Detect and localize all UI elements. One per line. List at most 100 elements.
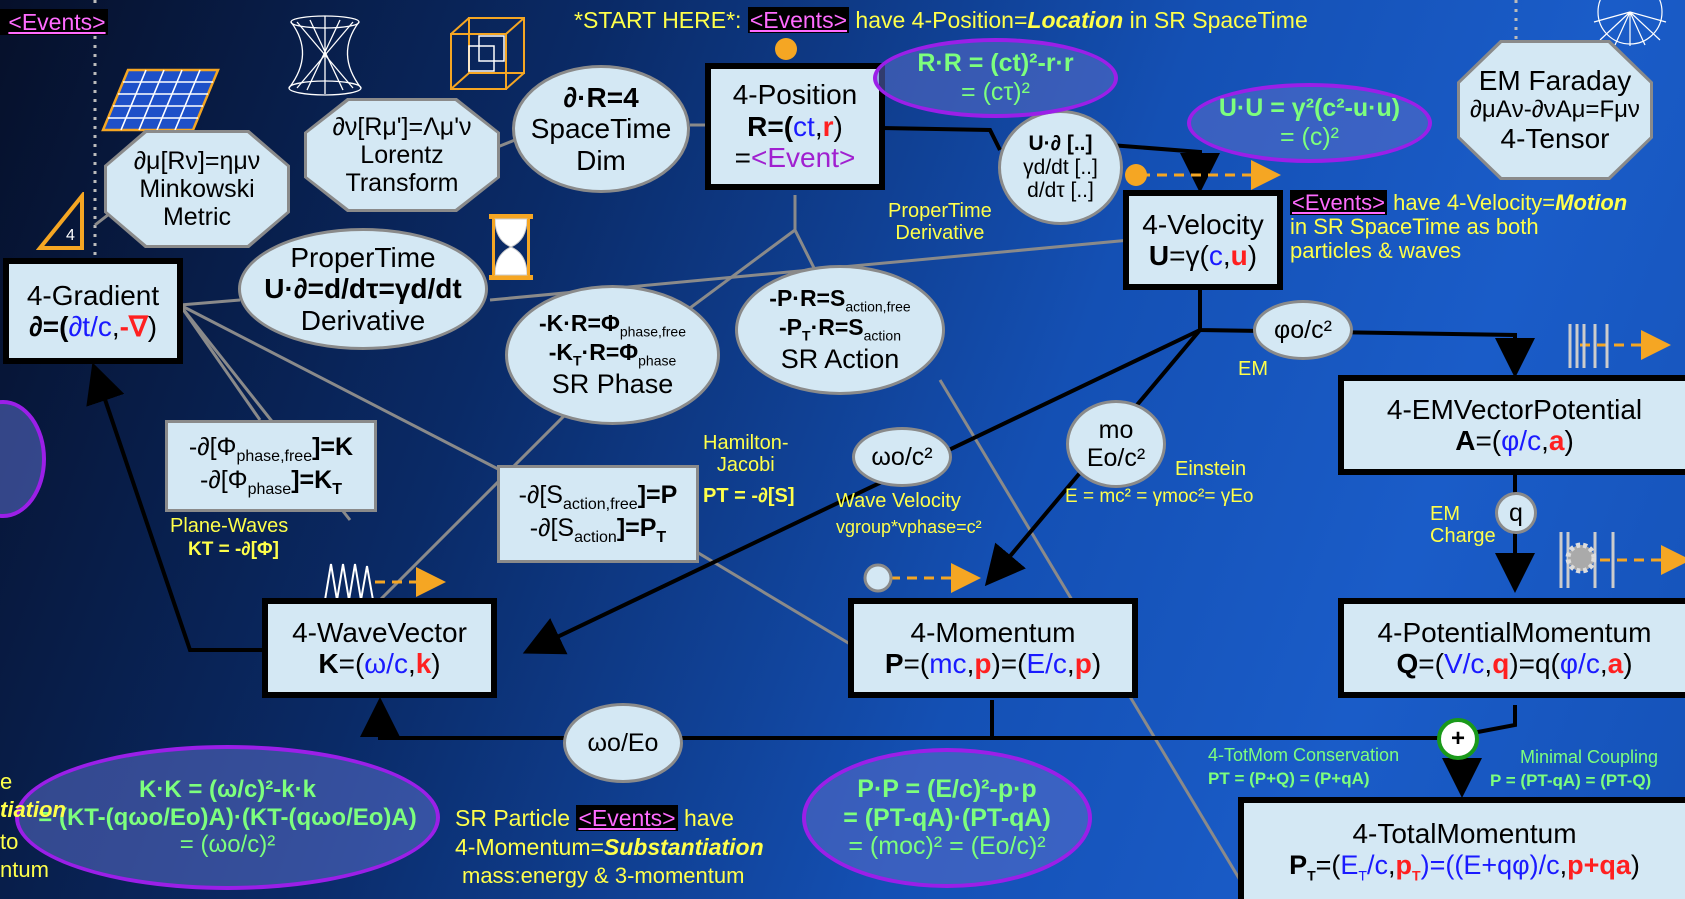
four-total-momentum-node[interactable]: 4-TotalMomentum PT=(ET/c,pT)=((E+qφ)/c,p… bbox=[1238, 797, 1685, 899]
lorentz-transform-node[interactable]: ∂ν[Rμ']=Λμ'ν Lorentz Transform bbox=[304, 98, 500, 212]
header-start-here: *START HERE*: <Events> have 4-Position=L… bbox=[574, 7, 1308, 33]
four-wavevector-node[interactable]: 4-WaveVector K=(ω/c,k) bbox=[262, 598, 497, 698]
ud-eq-2: γd/dt [..] bbox=[1023, 155, 1098, 179]
starburst-icon bbox=[1593, 0, 1667, 46]
circle-icon bbox=[863, 563, 893, 593]
sr-particle-label: SR Particle <Events> have bbox=[455, 805, 734, 831]
einstein-label: Einstein bbox=[1175, 458, 1247, 480]
totmom-title: 4-TotalMomentum bbox=[1352, 818, 1577, 850]
uu-line1: U·U = γ²(c²-u·u) bbox=[1218, 94, 1401, 123]
four-position-node[interactable]: 4-Position R=(ct,r) =<Event> bbox=[705, 63, 885, 190]
minimal-coupling-eq: P = (PT-qA) = (PT-Q) bbox=[1490, 771, 1652, 790]
top-left-events: <Events> bbox=[0, 9, 108, 36]
phase-box-line1: -∂[Φphase,free]=K bbox=[188, 432, 354, 465]
lorentz-eq: ∂ν[Rμ']=Λμ'ν bbox=[332, 113, 472, 141]
four-velocity-node[interactable]: 4-Velocity U=γ(c,u) bbox=[1123, 190, 1283, 290]
wave-velocity-eq: vgroup*vphase=c² bbox=[836, 517, 982, 537]
velocity-eq: U=γ(c,u) bbox=[1148, 240, 1258, 271]
uu-line2: = (c)² bbox=[1279, 123, 1340, 151]
hamilton-eq: PT = -∂[S] bbox=[703, 485, 795, 507]
sr-action-node[interactable]: -P·R=Saction,free -PT·R=Saction SR Actio… bbox=[735, 265, 945, 395]
action-eq-1: -P·R=Saction,free bbox=[769, 284, 911, 315]
action-box-line2: -∂[Saction]=PT bbox=[529, 514, 667, 546]
hyperboloid-icon bbox=[288, 15, 362, 96]
plane-waves-label: Plane-Waves bbox=[170, 515, 289, 537]
mass-energy-node[interactable]: mo Eo/c² bbox=[1066, 400, 1166, 488]
left-edge-ntum: ntum bbox=[0, 857, 49, 882]
omega-over-c2-node[interactable]: ωo/c² bbox=[852, 427, 952, 487]
propertime-eq: U·∂=d/dτ=γd/dt bbox=[264, 273, 462, 305]
phase-eq-1: -K·R=Φphase,free bbox=[538, 309, 687, 340]
pp-invariant: P·P = (E/c)²-p·p = (PT-qA)·(PT-qA) = (mo… bbox=[802, 748, 1092, 888]
events-link-topleft[interactable]: <Events> bbox=[6, 9, 108, 35]
mass-energy-label: mass:energy & 3-momentum bbox=[462, 863, 745, 888]
wavevector-eq: K=(ω/c,k) bbox=[318, 648, 441, 679]
propertime-derivative-node[interactable]: ProperTime U·∂=d/dτ=γd/dt Derivative bbox=[238, 228, 488, 350]
left-edge-to: to bbox=[0, 829, 19, 854]
phase-label: SR Phase bbox=[551, 369, 674, 400]
spacetime-dim-node[interactable]: ∂·R=4 SpaceTime Dim bbox=[512, 65, 690, 193]
uu-invariant: U·U = γ²(c²-u·u) = (c)² bbox=[1187, 83, 1432, 163]
substantiation-label: 4-Momentum=Substantiation bbox=[455, 834, 764, 860]
events-link-velocity[interactable]: <Events> bbox=[1290, 190, 1387, 215]
lorentz-label: Lorentz bbox=[360, 141, 444, 169]
dr-label: SpaceTime bbox=[530, 113, 672, 145]
events-velocity-label: <Events> have 4-Velocity=Motion in SR Sp… bbox=[1290, 190, 1628, 264]
action-derivative-box[interactable]: -∂[Saction,free]=P -∂[Saction]=PT bbox=[497, 465, 699, 563]
sr-phase-node[interactable]: -K·R=Φphase,free -KT·R=Φphase SR Phase bbox=[505, 285, 720, 425]
emvector-eq: A=(φ/c,a) bbox=[1455, 425, 1574, 456]
pp-line3: = (moc)² = (Eo/c)² bbox=[848, 832, 1046, 861]
tesseract-icon bbox=[450, 17, 525, 90]
pp-line2: = (PT-qA)·(PT-qA) bbox=[843, 803, 1051, 832]
velocity-title: 4-Velocity bbox=[1142, 208, 1264, 240]
comb-icon bbox=[1568, 324, 1609, 368]
gradient-title: 4-Gradient bbox=[26, 279, 160, 311]
grid-icon bbox=[101, 68, 220, 132]
kk-line3: = (ωo/c)² bbox=[179, 831, 276, 859]
wavevector-title: 4-WaveVector bbox=[292, 616, 467, 648]
phi-c2-text: φo/c² bbox=[1274, 316, 1332, 344]
em-faraday-node[interactable]: EM Faraday ∂μAν-∂νAμ=Fμν 4-Tensor bbox=[1457, 40, 1653, 180]
m-e-line2: Eo/c² bbox=[1086, 444, 1146, 472]
em-charge-label: EM Charge bbox=[1430, 503, 1496, 547]
ud-eq-3: d/dτ [..] bbox=[1027, 179, 1094, 203]
position-title: 4-Position bbox=[732, 79, 858, 111]
action-label: SR Action bbox=[780, 344, 900, 375]
four-em-vector-potential-node[interactable]: 4-EMVectorPotential A=(φ/c,a) bbox=[1338, 375, 1685, 475]
hourglass-icon bbox=[489, 214, 533, 280]
left-edge-e: e bbox=[0, 769, 13, 794]
four-gradient-node[interactable]: 4-Gradient ∂=(∂t/c,-∇) bbox=[3, 258, 183, 364]
four-momentum-node[interactable]: 4-Momentum P=(mc,p)=(E/c,p) bbox=[848, 598, 1138, 698]
phi-over-c2-node[interactable]: φo/c² bbox=[1253, 300, 1353, 360]
phase-eq-2: -KT·R=Φphase bbox=[548, 338, 677, 369]
triangle-icon: 4 bbox=[36, 192, 84, 250]
kk-invariant: K·K = (ω/c)²-k·k = (KT-(qωo/Eo)A)·(KT-(q… bbox=[15, 745, 440, 890]
four-potential-momentum-node[interactable]: 4-PotentialMomentum Q=(V/c,q)=q(φ/c,a) bbox=[1338, 598, 1685, 698]
potmom-eq: Q=(V/c,q)=q(φ/c,a) bbox=[1396, 648, 1633, 679]
hamilton-jacobi-label: Hamilton- Jacobi bbox=[703, 432, 789, 476]
events-link-particle[interactable]: <Events> bbox=[576, 805, 678, 831]
orange-dot-position bbox=[775, 38, 797, 60]
dr-eq: ∂·R=4 bbox=[563, 81, 639, 113]
lorentz-label-2: Transform bbox=[345, 169, 459, 197]
proper-time-operator-node[interactable]: U·∂ [..] γd/dt [..] d/dτ [..] bbox=[998, 110, 1123, 225]
triangle-label: 4 bbox=[66, 227, 75, 244]
charge-q-node[interactable]: q bbox=[1495, 492, 1537, 534]
minkowski-metric-node[interactable]: ∂μ[Rν]=ημν Minkowski Metric bbox=[104, 130, 290, 248]
minimal-coupling-label: Minimal Coupling bbox=[1520, 747, 1659, 767]
position-eq: R=(ct,r) bbox=[747, 110, 843, 142]
momentum-title: 4-Momentum bbox=[910, 616, 1076, 648]
propertime-label: ProperTime bbox=[290, 241, 436, 273]
left-edge-tiation: tiation bbox=[0, 797, 66, 822]
w-c2-text: ωo/c² bbox=[871, 443, 933, 471]
faraday-label-2: 4-Tensor bbox=[1500, 123, 1610, 155]
propertime-label-2: Derivative bbox=[300, 304, 426, 336]
plus-node[interactable]: + bbox=[1437, 718, 1479, 760]
events-link-header[interactable]: <Events> bbox=[747, 7, 850, 33]
action-eq-2: -PT·R=Saction bbox=[779, 313, 901, 344]
omega-over-e-node[interactable]: ωo/Eo bbox=[563, 703, 683, 783]
totmom-conservation-label: 4-TotMom Conservation bbox=[1208, 745, 1400, 765]
kk-line1: K·K = (ω/c)²-k·k bbox=[139, 776, 316, 804]
rr-line2: = (cτ)² bbox=[961, 78, 1030, 106]
phase-derivative-box[interactable]: -∂[Φphase,free]=K -∂[Φphase]=KT bbox=[165, 420, 377, 512]
